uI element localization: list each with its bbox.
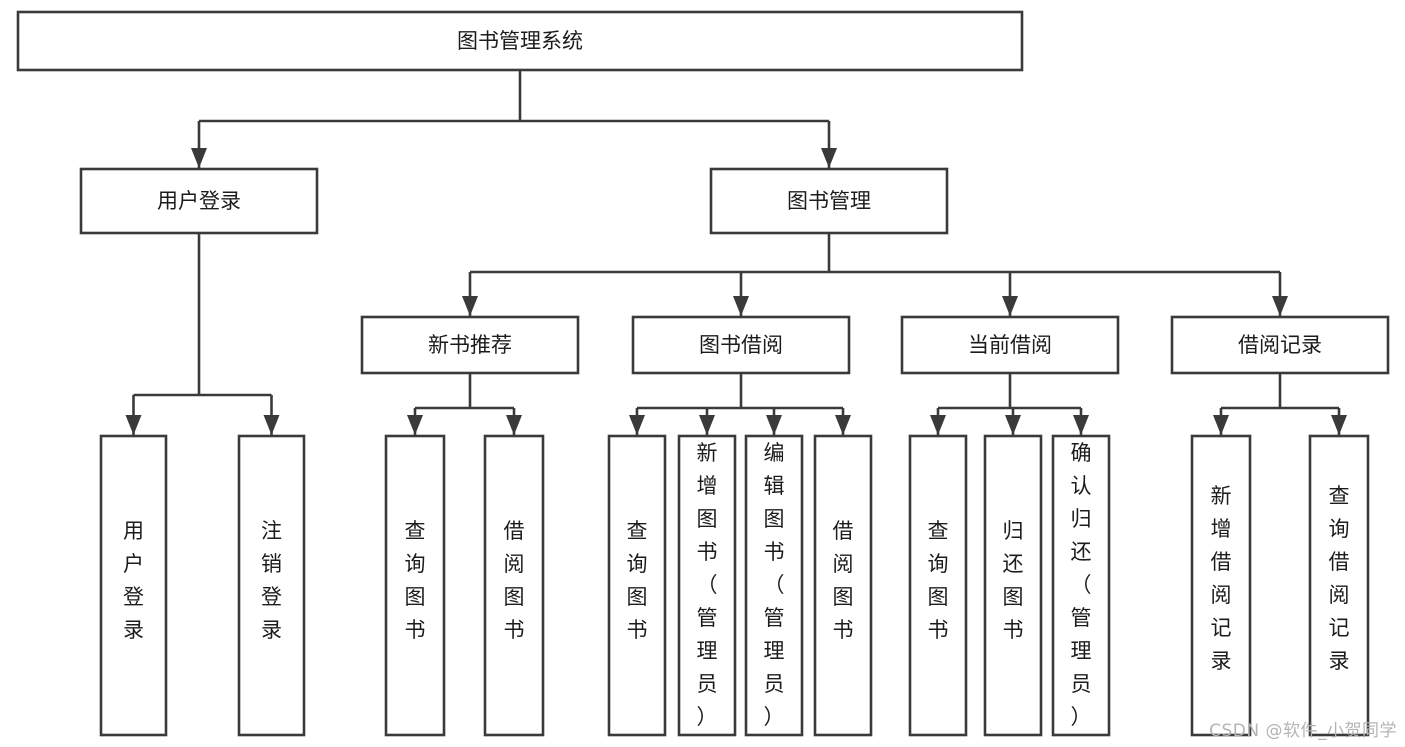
node-leaf-confirm-return-rect[interactable] [1051, 434, 1111, 737]
node-current-borrow-label: 当前借阅 [968, 333, 1052, 357]
node-leaf-query-book-1-label: 查询图书 [405, 519, 426, 642]
arrow-head-book-management [821, 148, 837, 168]
node-root-rect[interactable] [16, 10, 1024, 72]
node-leaf-query-book-2-label: 查询图书 [627, 519, 648, 642]
node-leaf-add-borrow-record-label: 新增借阅记录 [1211, 484, 1232, 673]
node-borrow-record-label: 借阅记录 [1238, 333, 1322, 357]
arrow-head-leaf-edit-book [766, 415, 782, 435]
node-leaf-query-borrow-record[interactable]: 查询借阅记录 [1308, 434, 1370, 737]
node-leaf-borrow-book-2-label: 借阅图书 [833, 519, 854, 642]
watermark-label: CSDN @软件_小贺同学 [1209, 721, 1397, 741]
arrow-head-leaf-logout [263, 415, 280, 435]
node-new-book-recommend[interactable]: 新书推荐 [360, 315, 580, 375]
node-book-management[interactable]: 图书管理 [709, 167, 949, 235]
node-leaf-user-login-label: 用户登录 [123, 519, 144, 642]
node-leaf-logout-rect[interactable] [237, 434, 306, 737]
node-leaf-query-book-3-label: 查询图书 [928, 519, 949, 642]
node-leaf-add-book[interactable]: 新增图书（管理员） [677, 434, 737, 737]
node-borrow-record[interactable]: 借阅记录 [1170, 315, 1390, 375]
node-leaf-borrow-book-1[interactable]: 借阅图书 [483, 434, 545, 737]
arrow-head-leaf-borrow-book-2 [835, 415, 851, 435]
node-root-label: 图书管理系统 [457, 29, 583, 53]
node-leaf-query-book-2[interactable]: 查询图书 [607, 434, 667, 737]
node-user-login-label: 用户登录 [157, 189, 241, 213]
node-leaf-add-borrow-record[interactable]: 新增借阅记录 [1190, 434, 1252, 737]
node-new-book-recommend-label: 新书推荐 [428, 333, 512, 357]
arrow-head-leaf-add-book [699, 415, 715, 435]
node-leaf-edit-book[interactable]: 编辑图书（管理员） [744, 434, 804, 737]
node-book-management-rect[interactable] [709, 167, 949, 235]
boxes-layer: 图书管理系统用户登录图书管理新书推荐图书借阅当前借阅借阅记录用户登录注销登录查询… [16, 10, 1390, 737]
node-leaf-query-borrow-record-rect[interactable] [1308, 434, 1370, 737]
arrow-head-user-login [191, 148, 207, 168]
node-leaf-add-book-rect[interactable] [677, 434, 737, 737]
arrow-head-leaf-query-book-2 [629, 415, 645, 435]
node-current-borrow-rect[interactable] [900, 315, 1120, 375]
node-book-borrow[interactable]: 图书借阅 [631, 315, 851, 375]
node-leaf-logout-label: 注销登录 [261, 519, 282, 642]
arrow-head-new-book-recommend [462, 296, 478, 316]
node-leaf-confirm-return-label: 确认归还（管理员） [1071, 441, 1092, 729]
node-leaf-edit-book-rect[interactable] [744, 434, 804, 737]
arrow-head-leaf-add-borrow-record [1213, 415, 1229, 435]
node-leaf-return-book-rect[interactable] [983, 434, 1043, 737]
arrow-head-leaf-query-borrow-record [1331, 415, 1347, 435]
node-user-login[interactable]: 用户登录 [79, 167, 319, 235]
node-leaf-borrow-book-1-rect[interactable] [483, 434, 545, 737]
node-borrow-record-rect[interactable] [1170, 315, 1390, 375]
node-leaf-query-book-1[interactable]: 查询图书 [384, 434, 446, 737]
node-current-borrow[interactable]: 当前借阅 [900, 315, 1120, 375]
node-leaf-return-book[interactable]: 归还图书 [983, 434, 1043, 737]
node-leaf-edit-book-label: 编辑图书（管理员） [764, 441, 785, 729]
node-book-borrow-label: 图书借阅 [699, 333, 783, 357]
arrow-head-leaf-user-login [125, 415, 142, 435]
node-user-login-rect[interactable] [79, 167, 319, 235]
arrow-head-leaf-confirm-return [1073, 415, 1089, 435]
arrow-head-borrow-record [1272, 296, 1288, 316]
arrow-head-leaf-return-book [1005, 415, 1021, 435]
node-leaf-query-book-3[interactable]: 查询图书 [908, 434, 968, 737]
connectors-layer [125, 70, 1347, 435]
node-leaf-user-login-rect[interactable] [99, 434, 168, 737]
node-book-management-label: 图书管理 [787, 189, 871, 213]
node-leaf-return-book-label: 归还图书 [1003, 519, 1024, 642]
node-root[interactable]: 图书管理系统 [16, 10, 1024, 72]
node-leaf-borrow-book-2-rect[interactable] [813, 434, 873, 737]
node-new-book-recommend-rect[interactable] [360, 315, 580, 375]
node-leaf-add-book-label: 新增图书（管理员） [697, 441, 718, 729]
node-leaf-logout[interactable]: 注销登录 [237, 434, 306, 737]
node-leaf-borrow-book-1-label: 借阅图书 [504, 519, 525, 642]
arrow-head-leaf-query-book-3 [930, 415, 946, 435]
node-leaf-confirm-return[interactable]: 确认归还（管理员） [1051, 434, 1111, 737]
node-leaf-query-borrow-record-label: 查询借阅记录 [1329, 484, 1350, 673]
node-book-borrow-rect[interactable] [631, 315, 851, 375]
node-leaf-query-book-1-rect[interactable] [384, 434, 446, 737]
arrow-head-leaf-borrow-book-1 [506, 415, 522, 435]
node-leaf-query-book-3-rect[interactable] [908, 434, 968, 737]
node-leaf-user-login[interactable]: 用户登录 [99, 434, 168, 737]
arrow-head-book-borrow [733, 296, 749, 316]
node-leaf-query-book-2-rect[interactable] [607, 434, 667, 737]
node-leaf-add-borrow-record-rect[interactable] [1190, 434, 1252, 737]
arrow-head-leaf-query-book-1 [407, 415, 423, 435]
arrow-head-current-borrow [1002, 296, 1018, 316]
node-leaf-borrow-book-2[interactable]: 借阅图书 [813, 434, 873, 737]
